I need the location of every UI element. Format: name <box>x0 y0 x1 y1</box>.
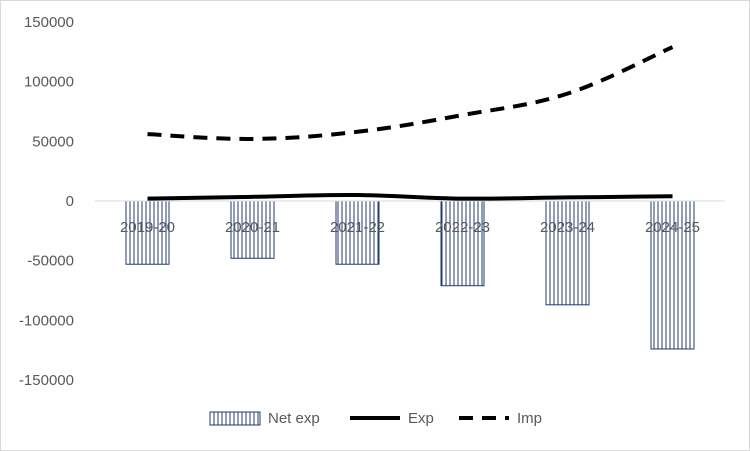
bar-net-exp <box>650 200 695 350</box>
y-axis-ticks: 150000 100000 50000 0 -50000 -100000 -150000 <box>19 14 74 389</box>
x-tick-label: 2022-23 <box>435 219 490 236</box>
y-tick-label: 100000 <box>24 74 74 91</box>
bar-net-exp <box>335 200 380 265</box>
y-tick-label: -150000 <box>19 372 74 389</box>
x-tick-label: 2024-25 <box>645 219 700 236</box>
y-tick-label: -50000 <box>27 253 74 270</box>
bar-net-exp <box>545 200 590 306</box>
x-tick-label: 2020-21 <box>225 219 280 236</box>
line-imp <box>147 45 674 141</box>
legend-swatch-net-exp <box>209 411 261 426</box>
x-axis-ticks: 2019-20 2020-21 2021-22 2022-23 2023-24 2024-… <box>120 219 700 236</box>
y-tick-label: 150000 <box>24 14 74 31</box>
x-tick-label: 2021-22 <box>330 219 385 236</box>
legend-label-exp: Exp <box>408 410 434 427</box>
series-lines <box>147 45 674 201</box>
y-tick-label: 50000 <box>32 133 74 150</box>
legend-label-imp: Imp <box>517 410 542 427</box>
y-tick-label: -100000 <box>19 312 74 329</box>
legend-label-net-exp: Net exp <box>268 410 320 427</box>
x-tick-label: 2019-20 <box>120 219 175 236</box>
bars-net-exp <box>125 200 695 350</box>
line-exp <box>147 192 673 201</box>
bar-net-exp <box>440 200 485 287</box>
y-tick-label: 0 <box>66 193 74 210</box>
bar-net-exp <box>125 200 170 265</box>
x-tick-label: 2023-24 <box>540 219 595 236</box>
legend: Net exp Exp Imp <box>209 410 542 427</box>
